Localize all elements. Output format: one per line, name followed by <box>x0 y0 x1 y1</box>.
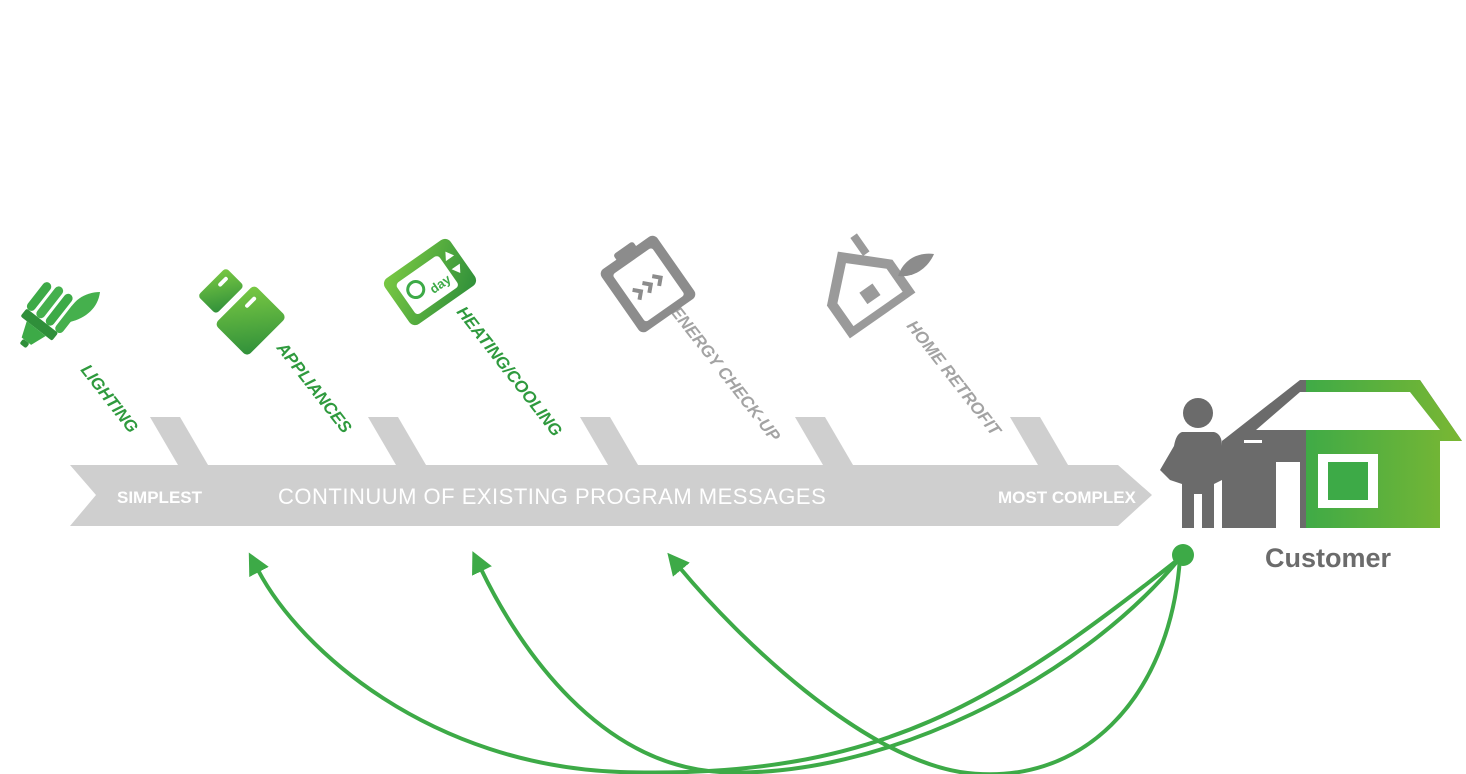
customer-origin-dot <box>1172 544 1194 566</box>
house-icon <box>1222 380 1462 528</box>
branch-stem-lighting <box>150 417 208 465</box>
most-complex-label: MOST COMPLEX <box>998 488 1137 507</box>
continuum-title: CONTINUUM OF EXISTING PROGRAM MESSAGES <box>278 484 826 509</box>
branch-stem-heating-cooling <box>580 417 638 465</box>
branch-stem-home-retrofit <box>1010 417 1068 465</box>
arrow-to-heating-cooling <box>472 551 1182 774</box>
continuum-arrow <box>70 465 1152 526</box>
clipboard-icon <box>600 235 696 333</box>
arrow-to-energy-check-up <box>667 552 1182 774</box>
category-label-lighting: LIGHTING <box>77 361 142 437</box>
category-label-home-retrofit: HOME RETROFIT <box>903 317 1006 441</box>
category-label-energy-check-up: ENERGY CHECK-UP <box>667 303 785 446</box>
category-label-heating-cooling: HEATING/COOLING <box>453 303 566 440</box>
category-label-appliances: APPLIANCES <box>272 338 355 437</box>
person-icon <box>1160 398 1222 528</box>
leaf-icon <box>66 292 100 322</box>
branch-stems <box>150 417 1068 465</box>
appliance-icon <box>199 269 285 355</box>
house-leaf-sprout-icon <box>898 253 934 277</box>
thermostat-icon: day <box>383 238 477 326</box>
simplest-label: SIMPLEST <box>117 488 203 507</box>
branch-stem-energy-check-up <box>795 417 853 465</box>
arrow-to-appliances <box>248 552 1182 774</box>
branch-stem-appliances <box>368 417 426 465</box>
house-leaf-icon <box>826 233 916 339</box>
customer-message-arrows <box>248 551 1182 774</box>
customer-label: Customer <box>1265 543 1392 573</box>
